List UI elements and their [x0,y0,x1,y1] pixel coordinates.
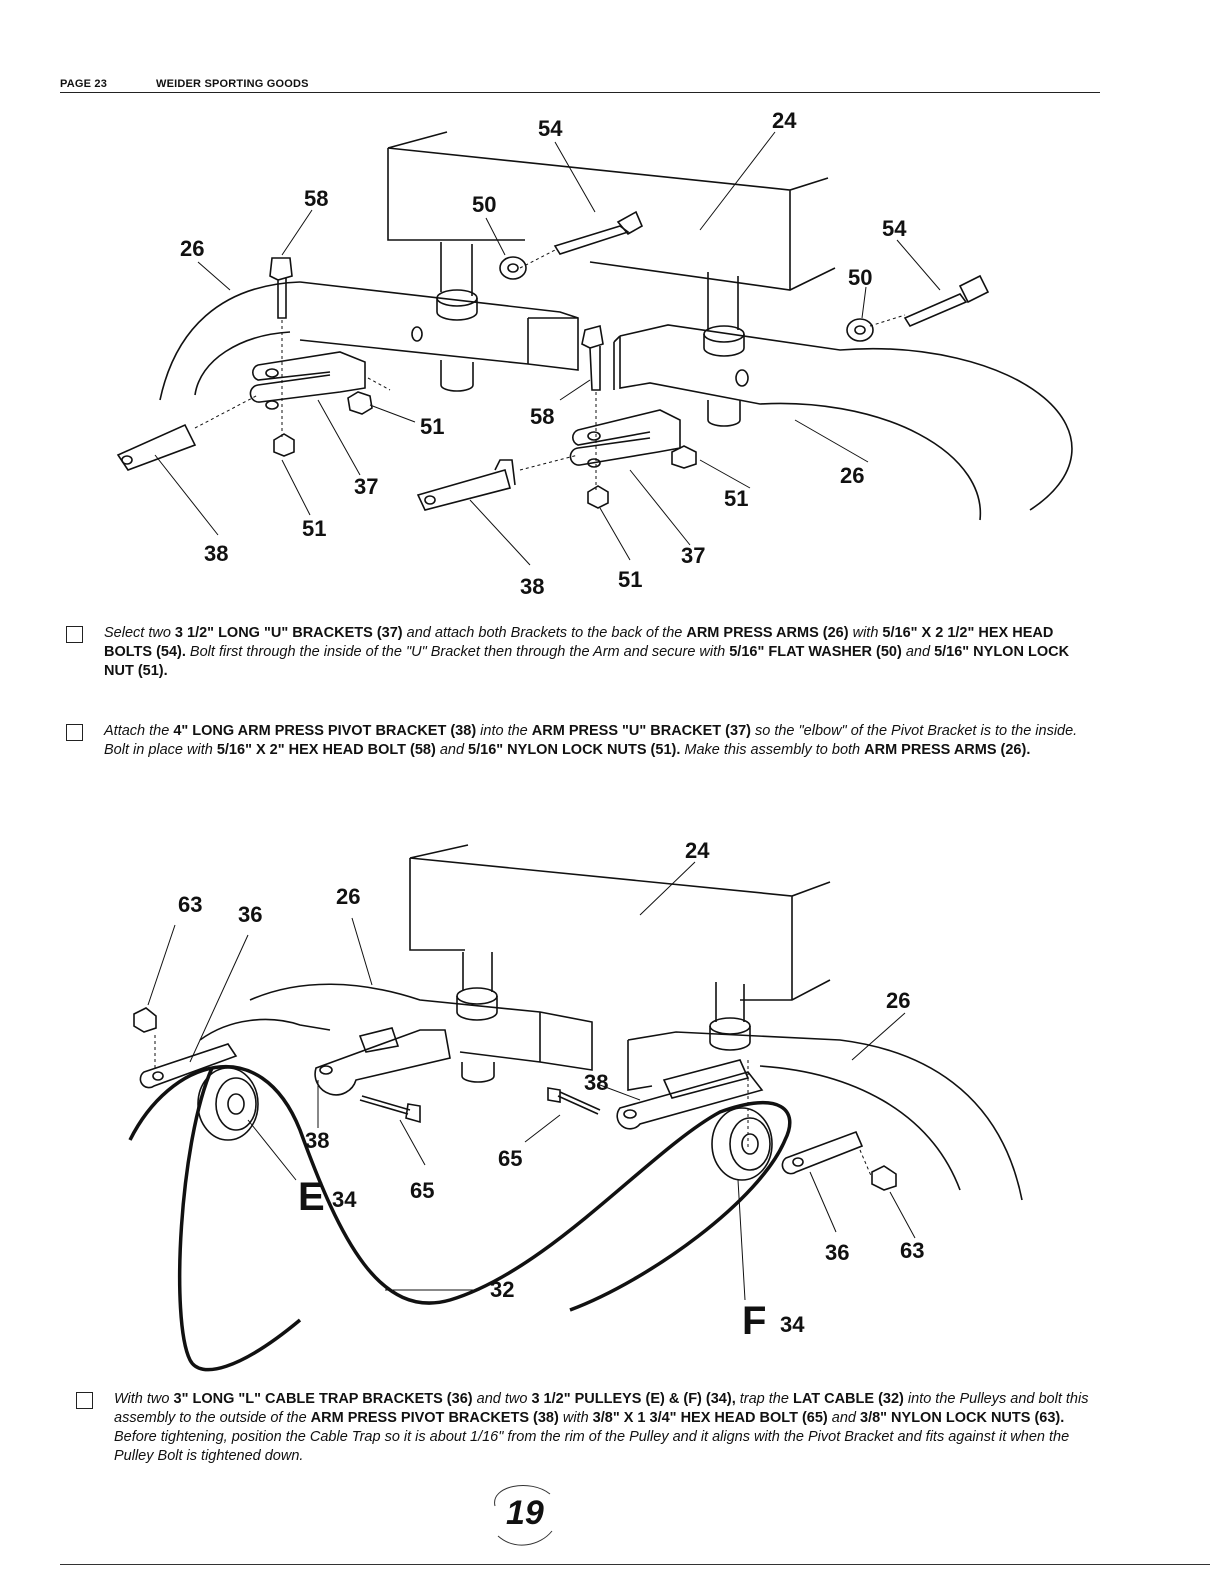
page-label: PAGE 23 [60,78,108,90]
callout-50-b: 50 [848,265,872,290]
callout2-32: 32 [490,1277,514,1302]
step-3-segment: LAT CABLE (32) [792,1391,904,1407]
step-3-segment: 3/8" X 1 3/4" HEX HEAD BOLT (65) [592,1410,828,1426]
step-3-segment: with [558,1410,593,1426]
callout-38-b: 38 [520,574,544,599]
callout2-26-a: 26 [336,884,360,909]
step-3-segment: 3/8" NYLON LOCK NUTS (63). [860,1410,1065,1426]
step-2-segment: ARM PRESS ARMS (26). [864,742,1031,758]
callout-58-a: 58 [304,186,328,211]
step-2-segment: 5/16" NYLON LOCK NUTS (51). [468,742,681,758]
step-1-segment: ARM PRESS ARMS (26) [686,625,849,641]
callout2-34-e: 34 [332,1187,357,1212]
callout-26-a: 26 [180,236,204,261]
callout-58-b: 58 [530,404,554,429]
step-1-segment: 5/16" NYLON LOCK NUT (51). [104,644,1070,679]
pulley-letter-e: E [298,1175,325,1219]
callout-24: 24 [772,108,797,133]
callout2-36-b: 36 [825,1240,849,1265]
step-2-text: Attach the 4" LONG ARM PRESS PIVOT BRACK… [104,722,1099,760]
company-name: WEIDER SPORTING GOODS [156,78,309,90]
callout-51-c: 51 [302,516,326,541]
step-2-segment: Make this assembly to both [680,742,865,758]
assembly-diagram-1: 54 24 58 50 26 54 50 51 58 26 37 51 51 3… [116,108,1073,599]
step-2-segment: into the [476,723,532,739]
pulley-letter-f: F [742,1299,766,1343]
callout2-34-f: 34 [780,1312,805,1337]
step-1-segment: and attach both Brackets to the back of … [402,625,687,641]
callout2-38-b: 38 [305,1128,329,1153]
step-2-segment: 4" LONG ARM PRESS PIVOT BRACKET (38) [173,723,477,739]
step-3-text: With two 3" LONG "L" CABLE TRAP BRACKETS… [114,1390,1099,1466]
step-1-segment: 5/16" FLAT WASHER (50) [729,644,902,660]
callout-54-b: 54 [882,216,907,241]
callout-37-b: 37 [681,543,705,568]
callout2-63-b: 63 [900,1238,924,1263]
callout2-63-a: 63 [178,892,202,917]
callout2-65-b: 65 [410,1178,434,1203]
callout-50-a: 50 [472,192,496,217]
step-1-segment: with [848,625,883,641]
step-2-segment: Attach the [104,723,174,739]
assembly-diagram-2: 24 63 36 26 26 38 38 65 65 34 36 63 32 3… [128,838,1023,1372]
callout2-38-a: 38 [584,1070,608,1095]
step-3-segment: into the Pulleys and bolt this assembly … [114,1391,1089,1426]
callout-38-a: 38 [204,541,228,566]
callout-37-a: 37 [354,474,378,499]
step-2-checkbox[interactable] [66,724,83,741]
callout2-65-a: 65 [498,1146,522,1171]
footer-rule [60,1564,1210,1565]
page-header: PAGE 23 WEIDER SPORTING GOODS [60,78,1100,96]
step-1-segment: and [901,644,935,660]
step-1-segment: Bolt first through the inside of the "U"… [185,644,730,660]
step-3-segment: trap the [735,1391,793,1407]
callout-26-b: 26 [840,463,864,488]
step-3-segment: Before tightening, position the Cable Tr… [114,1429,1070,1464]
step-3-segment: ARM PRESS PIVOT BRACKETS (38) [310,1410,559,1426]
step-3-segment: 3 1/2" PULLEYS (E) & (F) (34), [531,1391,736,1407]
callout-54-a: 54 [538,116,563,141]
step-3-segment: 3" LONG "L" CABLE TRAP BRACKETS (36) [173,1391,473,1407]
step-1-segment: 3 1/2" LONG "U" BRACKETS (37) [174,625,403,641]
callout2-26-b: 26 [886,988,910,1013]
step-2-segment: 5/16" X 2" HEX HEAD BOLT (58) [216,742,436,758]
page-number: 19 [506,1494,544,1532]
callout-51-a: 51 [420,414,444,439]
callout-51-b: 51 [724,486,748,511]
step-3-segment: and two [472,1391,532,1407]
step-3-segment: With two [114,1391,174,1407]
header-rule [60,92,1100,93]
callout2-36-a: 36 [238,902,262,927]
step-1-checkbox[interactable] [66,626,83,643]
step-1-segment: Select two [104,625,175,641]
step-1-text: Select two 3 1/2" LONG "U" BRACKETS (37)… [104,624,1099,681]
callout-51-d: 51 [618,567,642,592]
callout2-24: 24 [685,838,710,863]
step-1-segment: 5/16" X 2 1/2" HEX HEAD BOLTS (54). [104,625,1054,660]
step-2-segment: and [435,742,469,758]
step-3-checkbox[interactable] [76,1392,93,1409]
page-number-mark: 19 [494,1485,553,1546]
step-2-segment: so the "elbow" of the Pivot Bracket is t… [104,723,1078,758]
step-3-segment: and [827,1410,860,1426]
step-2-segment: ARM PRESS "U" BRACKET (37) [531,723,751,739]
